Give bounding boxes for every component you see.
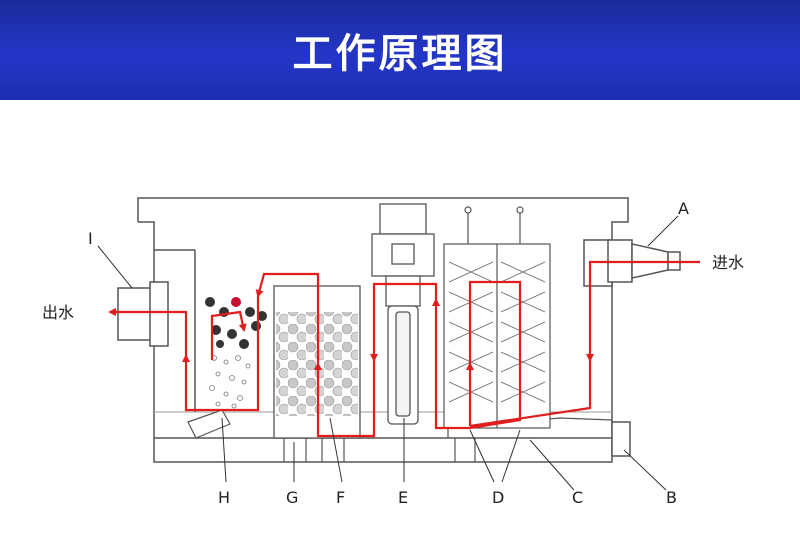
label-C: C [572,488,583,507]
label-A: A [678,199,689,218]
label-G: G [286,488,298,507]
drain-valve [611,421,631,457]
header-banner: 工作原理图 [0,0,800,100]
water-flow-path [108,260,700,438]
baffle-modules [443,206,551,429]
heater-assembly [371,203,435,425]
label-I: I [88,229,93,248]
label-H: H [218,488,230,507]
support-legs [283,438,345,462]
label-B: B [666,488,677,507]
baffle-bristles [448,261,546,403]
label-E: E [398,488,408,507]
aeration-zone [187,297,267,439]
working-principle-diagram: A I H G F E D C B 进水 出水 [42,197,744,507]
label-D: D [492,488,504,507]
outlet-pipe [117,281,169,347]
outlet-label: 出水 [42,303,74,322]
leader-lines [97,215,679,491]
page-title: 工作原理图 [292,31,508,77]
inlet-label: 进水 [712,253,744,272]
label-F: F [336,488,345,507]
